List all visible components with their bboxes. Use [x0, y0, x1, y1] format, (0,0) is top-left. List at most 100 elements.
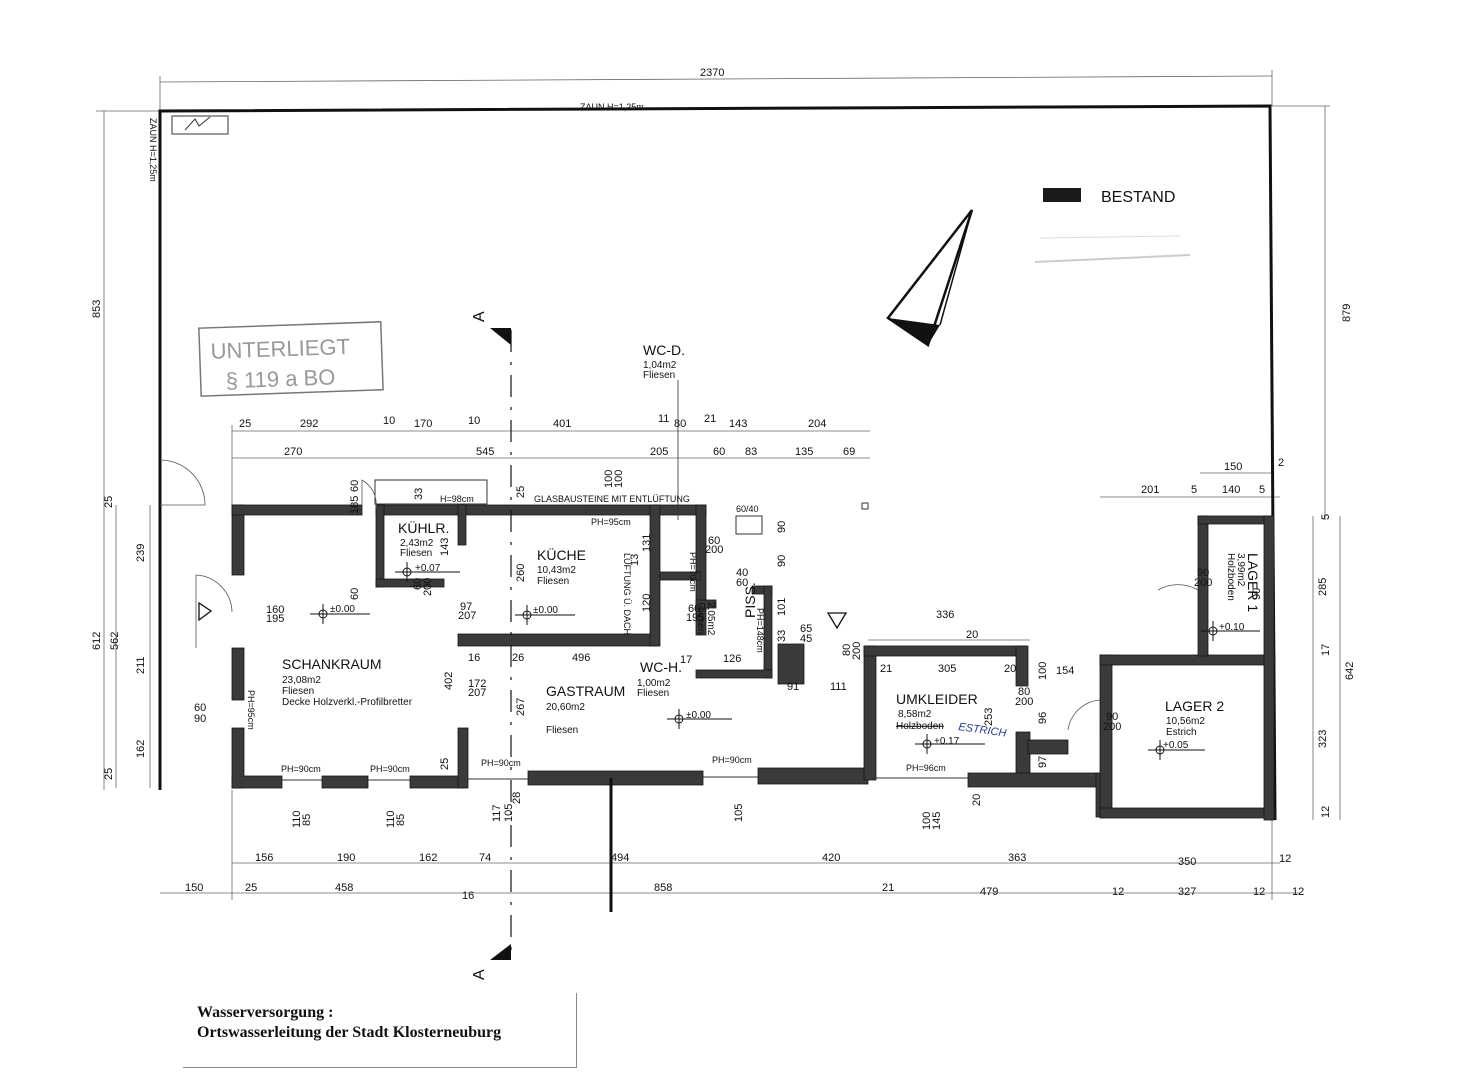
dim-m-60f: 60	[349, 588, 361, 600]
dim-right-total: 879	[1341, 304, 1353, 322]
dim-rs-0: 5	[1320, 514, 1332, 520]
dim-r1-5: 401	[553, 418, 571, 430]
dimension-lines	[96, 70, 1341, 900]
level-marker-icon	[667, 709, 732, 729]
dim-b2-8: 327	[1178, 886, 1196, 898]
dim-m-496: 496	[572, 652, 590, 664]
dim-m-65: 65	[800, 623, 812, 635]
dim-ls-0: 25	[103, 496, 115, 508]
room-name: SCHANKRAUM	[282, 656, 382, 672]
dim-m-17: 17	[680, 654, 692, 666]
dim-rs-3: 17	[1320, 644, 1332, 656]
door-swings	[159, 459, 1199, 731]
dim-ls-4: 211	[135, 656, 147, 674]
stamp-line-1: UNTERLIEGT	[210, 334, 350, 364]
room-floor: Estrich	[1166, 727, 1197, 738]
dim-m-60d: 60	[688, 603, 700, 615]
room-floor: Fliesen	[537, 576, 569, 587]
label-box: 60/40	[736, 504, 759, 514]
dim-m-25: 25	[515, 486, 527, 498]
room-level: ±0.00	[533, 605, 558, 616]
dim-right-upper: 201 5 140 5 150 2	[1141, 457, 1284, 496]
dim-m-120: 120	[641, 594, 653, 612]
dim-b2-9: 12	[1253, 886, 1265, 898]
dim-b1-0: 156	[255, 852, 273, 864]
dim-m-207: 207	[458, 610, 476, 622]
dim-m-60a: 60	[349, 480, 361, 492]
dim-m-131: 131	[641, 534, 653, 552]
dim-b2-6: 479	[980, 886, 998, 898]
level-marker-icon	[515, 605, 575, 625]
dim-b1-7: 350	[1178, 856, 1196, 868]
room-lager2: LAGER 2 10,56m2 Estrich +0.05	[1163, 698, 1224, 751]
dim-ru-2: 140	[1222, 484, 1240, 496]
section-line	[490, 328, 613, 960]
dim-m-25b: 25	[439, 758, 451, 770]
dim-b1-6: 363	[1008, 852, 1026, 864]
dim-m-97: 97	[460, 601, 472, 613]
north-arrow	[886, 209, 974, 347]
dim-row-1: 25 292 10 170 10 401 11 80 21 143 204	[239, 413, 826, 430]
label-ph90-3: PH=90cm	[481, 758, 521, 768]
dim-left-side: 25 239 612 562 211 60 90 162 25	[91, 496, 206, 780]
dim-r2-6: 69	[843, 446, 855, 458]
room-level: ±0.00	[686, 710, 711, 721]
dim-m-26: 26	[512, 652, 524, 664]
dim-m-91: 91	[787, 681, 799, 693]
room-name: LAGER 2	[1165, 698, 1224, 714]
label-ph95-kitchen: PH=95cm	[591, 517, 631, 527]
room-area: 8,58m2	[898, 709, 932, 720]
dim-r1-7: 80	[674, 418, 686, 430]
dim-m-20b: 20	[1004, 663, 1016, 675]
dim-rs-5: 12	[1320, 806, 1332, 818]
dim-m-90a: 90	[776, 521, 788, 533]
dim-r1-6: 11	[658, 413, 669, 425]
room-level: ±0.00	[330, 604, 355, 615]
dim-m-60b: 60	[708, 535, 720, 547]
dim-m-21: 21	[880, 663, 892, 675]
dim-ru-1: 5	[1191, 484, 1197, 496]
dim-m-80: 80	[841, 644, 853, 656]
entrance-triangle-icon	[198, 601, 213, 622]
dim-m-160: 160	[266, 604, 284, 616]
dim-b2-0: 150	[185, 882, 203, 894]
room-level: +0.05	[1163, 740, 1189, 751]
label-ph70: PH=70cm	[688, 552, 698, 592]
dim-r2-0: 270	[284, 446, 302, 458]
dim-r2-5: 135	[795, 446, 813, 458]
dim-r1-4: 10	[468, 415, 480, 427]
footer-note: Wasserversorgung : Ortswasserleitung der…	[197, 1003, 577, 1043]
dim-b2-4: 858	[654, 882, 672, 894]
dim-m-80b: 80	[1018, 686, 1030, 698]
room-wch: WC-H. 1,00m2 Fliesen	[637, 659, 682, 699]
dim-m-97b: 97	[1037, 756, 1049, 768]
dim-m-13: 13	[629, 554, 641, 566]
dim-b1-3: 74	[479, 852, 491, 864]
room-name: WC-H.	[640, 659, 682, 675]
dim-r2-3: 60	[713, 446, 725, 458]
dim-m-100d: 100	[921, 812, 933, 830]
room-floor: Fliesen	[637, 688, 669, 699]
room-floor: Fliesen	[400, 548, 432, 559]
dim-bottom-1: 156 190 162 74 494 420 363 350 12	[255, 852, 1291, 868]
approval-stamp: UNTERLIEGT § 119 a BO	[198, 321, 384, 397]
dim-m-253: 253	[983, 708, 995, 726]
dim-m-143: 143	[439, 538, 451, 556]
entrance-triangle-icon	[826, 612, 848, 630]
dim-b2-7: 12	[1112, 886, 1124, 898]
dim-lager-mid: 336	[936, 609, 954, 621]
dim-m-60c: 60	[736, 577, 748, 589]
room-name: PISS.	[742, 582, 758, 618]
dim-m-33b: 33	[776, 630, 788, 642]
dim-r2-1: 545	[476, 446, 494, 458]
room-piss: PISS. 2,05m2 Fliesen	[695, 582, 758, 636]
room-kuehlr: KÜHLR. 2,43m2 Fliesen +0.07	[398, 519, 449, 574]
dim-m-20c: 20	[971, 794, 983, 806]
dim-m-85: 85	[301, 814, 313, 826]
dim-r1-10: 204	[808, 418, 826, 430]
dim-ru-3: 5	[1259, 484, 1265, 496]
dim-m-40: 40	[736, 567, 748, 579]
dim-m-96: 96	[1037, 712, 1049, 724]
dim-ls-2: 612	[91, 632, 103, 650]
